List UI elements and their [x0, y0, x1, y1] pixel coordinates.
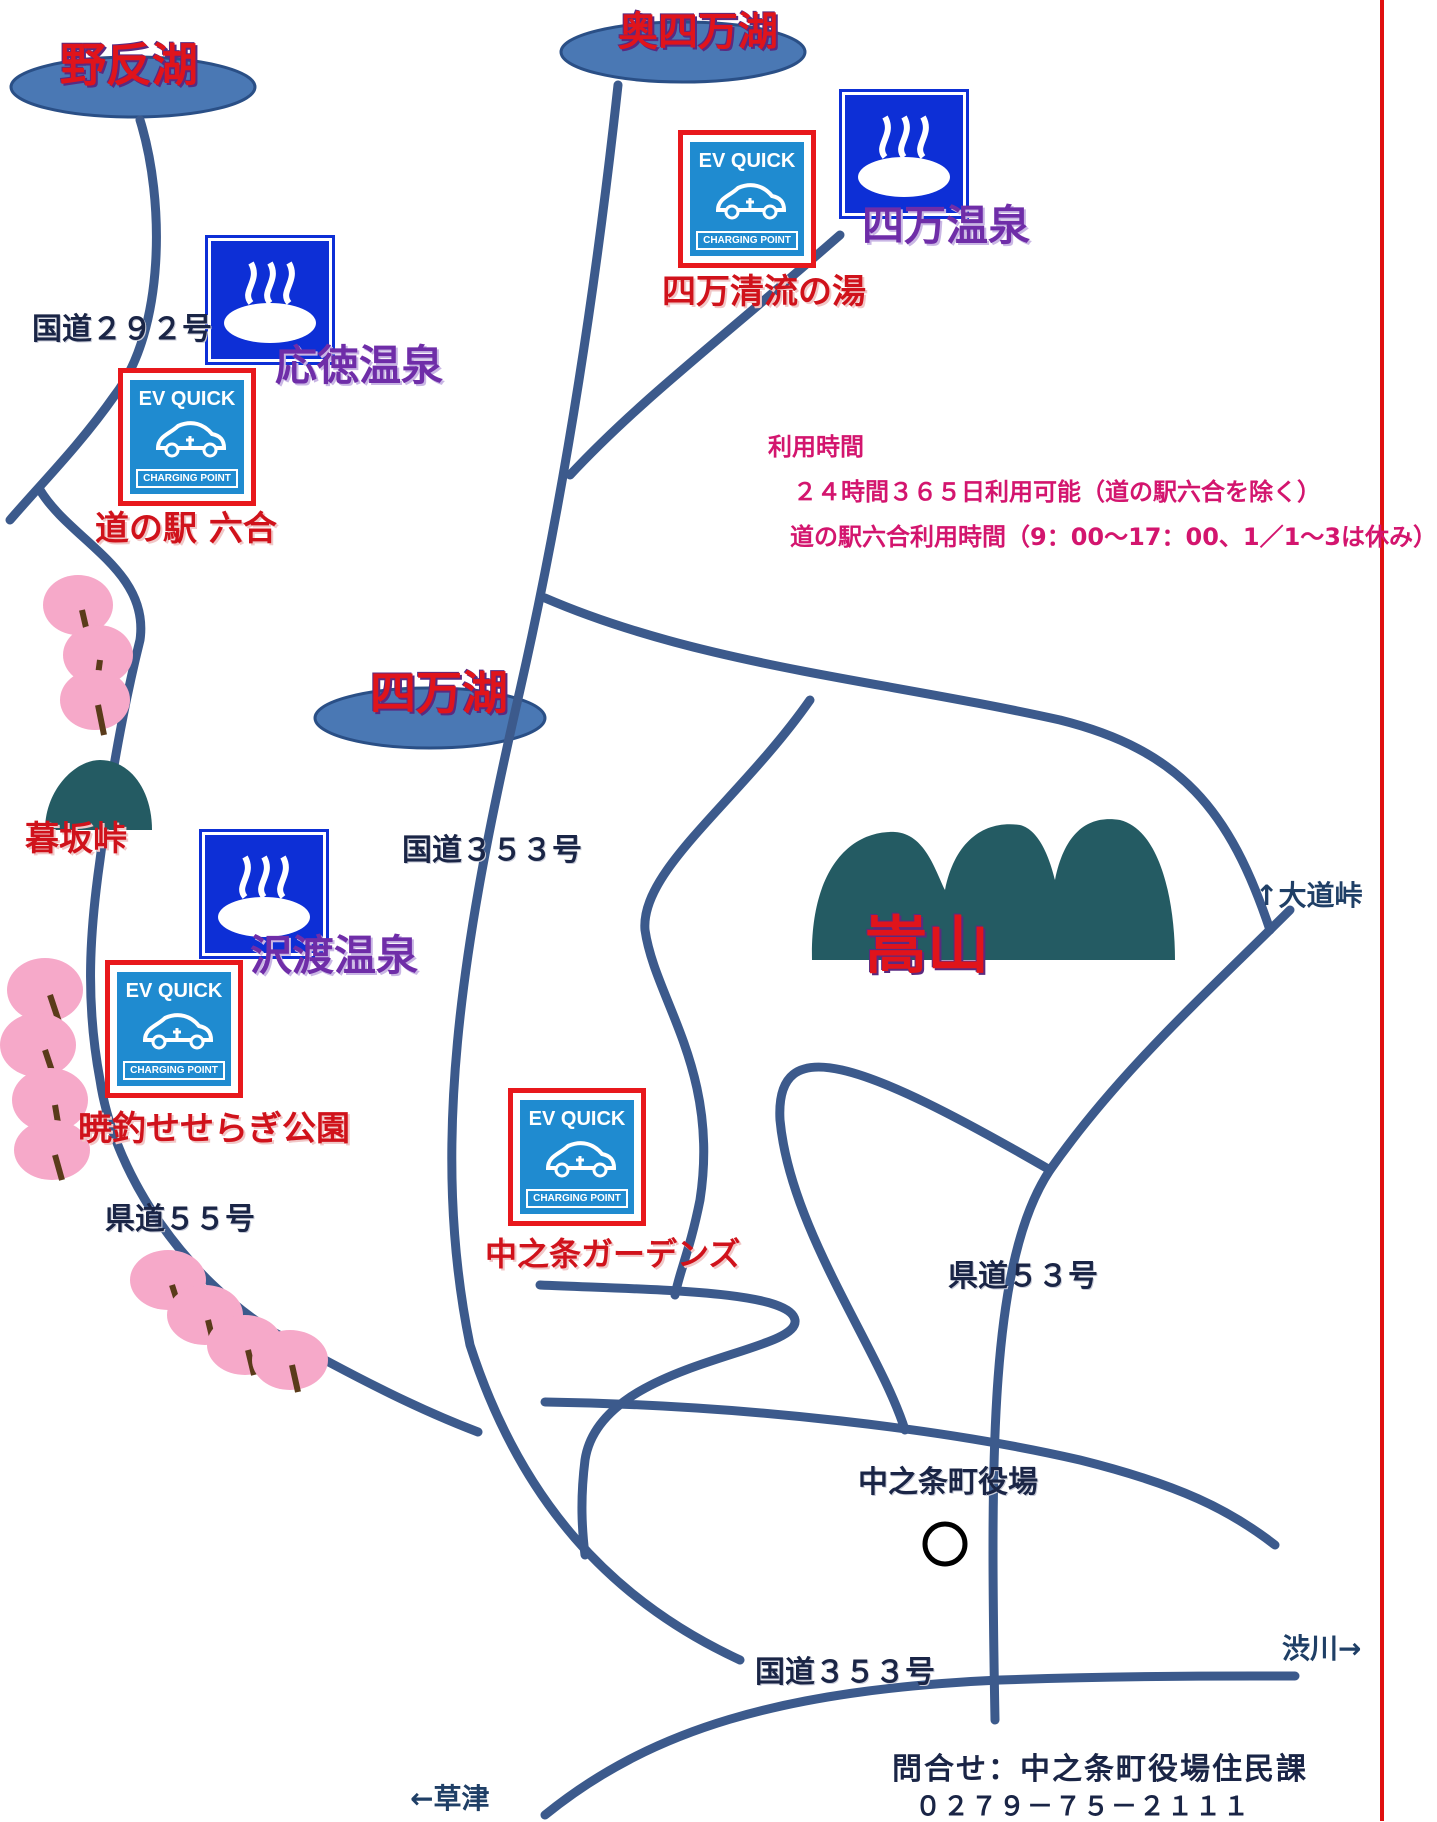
- road-label-r353-upper: 国道３５３号: [402, 833, 582, 868]
- contact-line-2: ０２７９－７５－２１１１: [915, 1792, 1252, 1822]
- ev-sign-title: EV QUICK: [528, 1108, 626, 1130]
- car-icon: [155, 421, 227, 458]
- road-label-pref55: 県道５５号: [105, 1202, 255, 1237]
- mountain-label: 嵩山: [865, 909, 990, 982]
- spot-label-bancho: 暁釣せせらぎ公園: [78, 1109, 350, 1149]
- info-line-1: ２４時間３６５日利用可能（道の駅六合を除く）: [793, 478, 1321, 506]
- ev-sign-subtitle: CHARGING POINT: [136, 469, 238, 488]
- ev-charging-sign: EV QUICK CHARGING POINT: [678, 130, 816, 268]
- ev-charging-sign: EV QUICK CHARGING POINT: [508, 1088, 646, 1226]
- pass-hill: [45, 760, 152, 830]
- cherry-blossoms: [0, 575, 328, 1393]
- ev-sign-title: EV QUICK: [698, 150, 796, 172]
- info-heading: 利用時間: [768, 433, 864, 461]
- frame-border: [1380, 0, 1384, 1821]
- onsen-icon: [202, 832, 326, 956]
- onsen-icon: [842, 92, 966, 216]
- ev-charging-sign: EV QUICK CHARGING POINT: [105, 960, 243, 1098]
- road-label-r353-lower: 国道３５３号: [755, 1655, 935, 1690]
- onsen-label-sawatari: 沢渡温泉: [250, 931, 419, 980]
- contact-line-1: 問合せ：中之条町役場住民課: [892, 1752, 1308, 1787]
- ev-sign-title: EV QUICK: [125, 980, 223, 1002]
- ev-sign-subtitle: CHARGING POINT: [696, 231, 798, 250]
- spot-label-seiryu: 四万清流の湯: [662, 272, 866, 312]
- spot-label-gardens: 中之条ガーデンズ: [485, 1235, 741, 1273]
- onsen-label-outoku: 応徳温泉: [275, 341, 444, 390]
- road-network: [5, 80, 1300, 1820]
- pass-label: 暮坂峠: [25, 819, 127, 859]
- lake-shima: [313, 686, 547, 750]
- road-label-pref53: 県道５３号: [948, 1259, 1098, 1294]
- lake-label-noson: 野反湖: [60, 38, 198, 92]
- direction-kusatsu: ←草津: [410, 1782, 490, 1815]
- blossom-tree: [14, 1120, 90, 1181]
- townhall-marker: [922, 1521, 968, 1567]
- ev-charging-sign: EV QUICK CHARGING POINT: [118, 368, 256, 506]
- lake-label-shima: 四万湖: [370, 666, 508, 720]
- lake-okushima: [559, 20, 807, 84]
- direction-oomichi: ↑大道峠: [1255, 879, 1363, 912]
- lake-noson: [9, 55, 257, 119]
- info-line-2: 道の駅六合利用時間（9：00～17：00、1／1～3は休み）: [790, 523, 1437, 551]
- car-icon: [142, 1013, 214, 1050]
- car-icon: [545, 1141, 617, 1178]
- ev-sign-subtitle: CHARGING POINT: [123, 1061, 225, 1080]
- direction-shibukawa: 渋川→: [1282, 1632, 1362, 1665]
- map-canvas: [0, 20, 1300, 1820]
- ev-sign-subtitle: CHARGING POINT: [526, 1189, 628, 1208]
- blossom-tree: [252, 1330, 328, 1393]
- car-icon: [715, 183, 787, 220]
- blossom-tree: [60, 670, 130, 736]
- spot-label-michinoeki: 道の駅 六合: [95, 509, 277, 549]
- lake-label-okushima: 奥四万湖: [618, 9, 778, 55]
- onsen-icon: [208, 238, 332, 362]
- onsen-label-shima: 四万温泉: [862, 201, 1031, 250]
- road-label-r292: 国道２９２号: [32, 312, 212, 347]
- townhall-label: 中之条町役場: [858, 1465, 1038, 1500]
- ev-sign-title: EV QUICK: [138, 388, 236, 410]
- mountain-takayama: [811, 819, 1175, 960]
